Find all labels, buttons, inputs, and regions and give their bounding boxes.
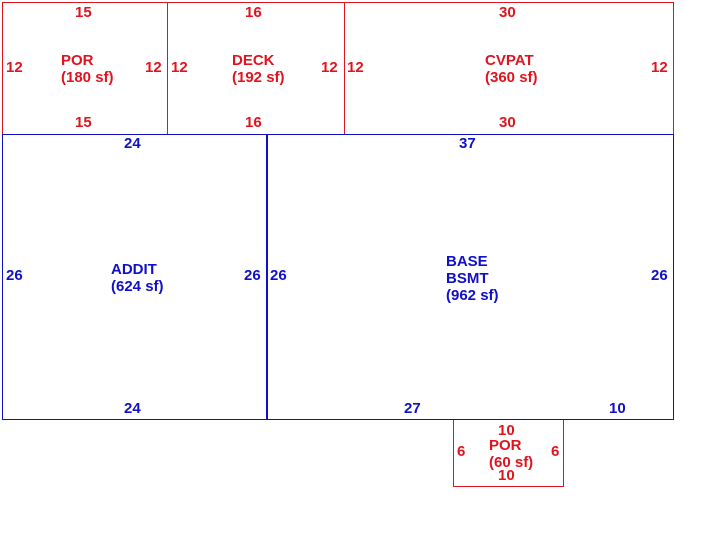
addit-dim-right: 26 — [244, 267, 261, 284]
room-name-line1: BASE — [446, 253, 488, 270]
room-label-addit: ADDIT (624 sf) — [111, 261, 164, 295]
deck-dim-left: 12 — [171, 59, 188, 76]
base-dim-bottom-right: 10 — [609, 400, 626, 417]
room-base-outline — [267, 134, 674, 420]
room-area: (192 sf) — [232, 69, 285, 86]
room-label-deck: DECK (192 sf) — [232, 52, 285, 86]
room-area: (180 sf) — [61, 69, 114, 86]
room-name: ADDIT — [111, 261, 157, 278]
deck-dim-bottom: 16 — [245, 114, 262, 131]
room-name: DECK — [232, 52, 275, 69]
room-area: (962 sf) — [446, 287, 499, 304]
addit-dim-left: 26 — [6, 267, 23, 284]
base-dim-left: 26 — [270, 267, 287, 284]
por-top-dim-bottom: 15 — [75, 114, 92, 131]
base-dim-bottom-left: 27 — [404, 400, 421, 417]
cvpat-dim-right: 12 — [651, 59, 668, 76]
cvpat-dim-left: 12 — [347, 59, 364, 76]
addit-dim-top: 24 — [124, 135, 141, 152]
por-bottom-dim-top: 10 — [498, 422, 515, 439]
room-por-bottom-outline — [453, 420, 564, 487]
room-name: POR — [61, 52, 94, 69]
room-area: (60 sf) — [489, 454, 534, 471]
por-top-dim-top: 15 — [75, 4, 92, 21]
base-dim-right: 26 — [651, 267, 668, 284]
room-area: (360 sf) — [485, 69, 538, 86]
room-name: CVPAT — [485, 52, 534, 69]
deck-dim-right: 12 — [321, 59, 338, 76]
deck-dim-top: 16 — [245, 4, 262, 21]
room-label-por-top: POR (180 sf) — [61, 52, 114, 86]
addit-dim-bottom: 24 — [124, 400, 141, 417]
room-name: POR — [489, 437, 522, 454]
room-name-line2: BSMT — [446, 270, 489, 287]
room-label-base: BASE BSMT (962 sf) — [446, 253, 499, 304]
room-area: (624 sf) — [111, 278, 164, 295]
base-dim-top: 37 — [459, 135, 476, 152]
room-label-cvpat: CVPAT (360 sf) — [485, 52, 538, 86]
room-label-por-bottom: POR (60 sf) — [489, 437, 533, 471]
por-bottom-dim-bottom: 10 — [498, 467, 515, 484]
por-bottom-dim-left: 6 — [457, 443, 466, 460]
cvpat-dim-bottom: 30 — [499, 114, 516, 131]
por-bottom-dim-right: 6 — [551, 443, 560, 460]
cvpat-dim-top: 30 — [499, 4, 516, 21]
por-top-dim-right: 12 — [145, 59, 162, 76]
por-top-dim-left: 12 — [6, 59, 23, 76]
